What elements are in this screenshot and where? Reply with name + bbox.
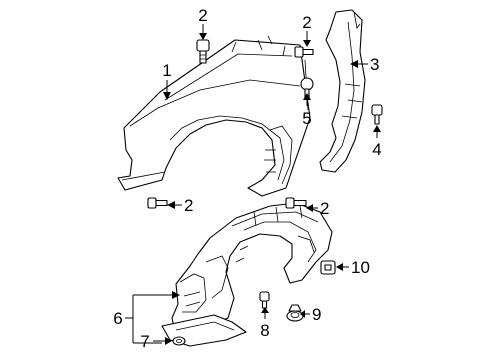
- callout-2-mid-right: 2: [320, 199, 329, 218]
- screw-icon: [259, 291, 270, 309]
- fender-part: [117, 35, 311, 197]
- grommet-icon: [286, 304, 304, 322]
- nut-icon: [320, 260, 336, 275]
- callout-2-top-right: 2: [302, 13, 311, 32]
- callout-10: 10: [351, 258, 370, 277]
- callout-8: 8: [260, 321, 269, 340]
- callout-6: 6: [113, 309, 122, 328]
- washer-icon: [172, 336, 186, 346]
- callout-5: 5: [302, 109, 311, 128]
- callout-2-mid-left: 2: [184, 196, 193, 215]
- fender-bracket-part: [319, 9, 366, 173]
- bolt-icon: [285, 197, 307, 209]
- callout-1: 1: [162, 61, 171, 80]
- callout-2-top-left: 2: [198, 6, 207, 25]
- leader-lines: [125, 24, 381, 345]
- callout-4: 4: [372, 140, 381, 159]
- bolt-icon: [147, 197, 168, 209]
- callout-3: 3: [370, 55, 379, 74]
- bolt-icon: [294, 46, 314, 58]
- fender-liner-part: [171, 202, 333, 333]
- callout-9: 9: [312, 305, 321, 324]
- callout-7: 7: [140, 332, 149, 351]
- bolt-icon: [371, 104, 383, 125]
